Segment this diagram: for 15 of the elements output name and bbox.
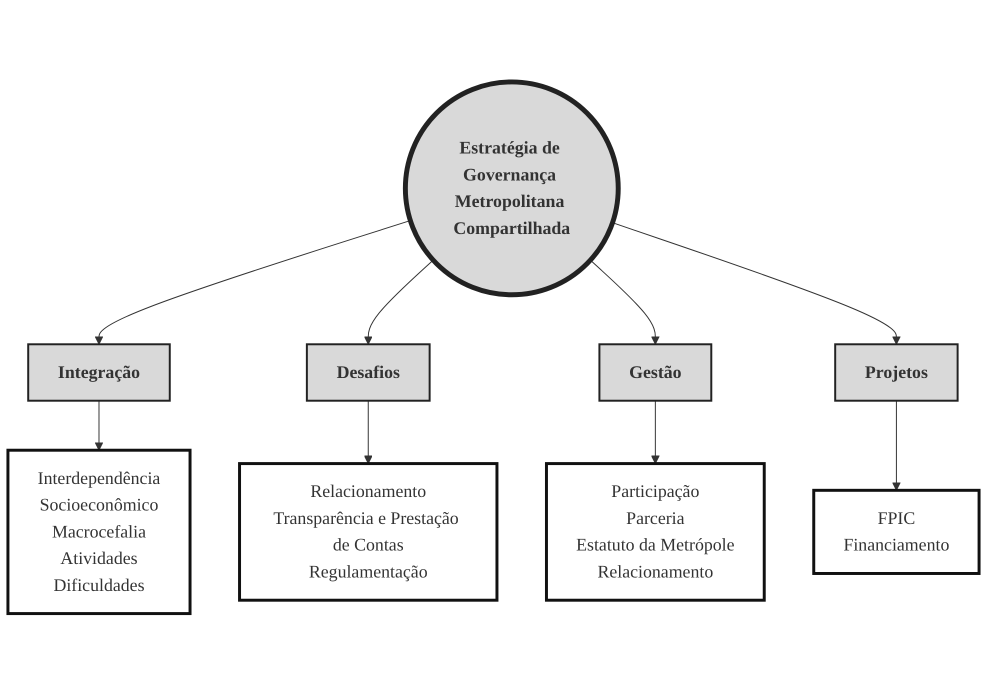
arrow (590, 260, 660, 345)
node-box: Gestão (598, 344, 712, 402)
node-box: Projetos (834, 344, 959, 402)
arrow (364, 260, 434, 345)
node-box: Integração (27, 344, 171, 402)
node-box: FPIC Financiamento (812, 489, 981, 576)
node-box: Interdependência Socioeconômico Macrocefalia Atividades Dificuldades (6, 448, 192, 616)
node-box: Relacionamento Transparência e Prestação de Contas Regulamentação (238, 462, 498, 602)
arrow (651, 400, 660, 464)
arrow (892, 400, 901, 491)
node-box: Participação Parceria Estatuto da Metrópole Relacionamento (544, 462, 766, 602)
arrow (94, 400, 104, 451)
node-circle: Estratégia de Governança Metropolitana Compartilhada (402, 80, 621, 298)
node-box: Desafios (306, 344, 431, 402)
arrow (364, 400, 373, 464)
